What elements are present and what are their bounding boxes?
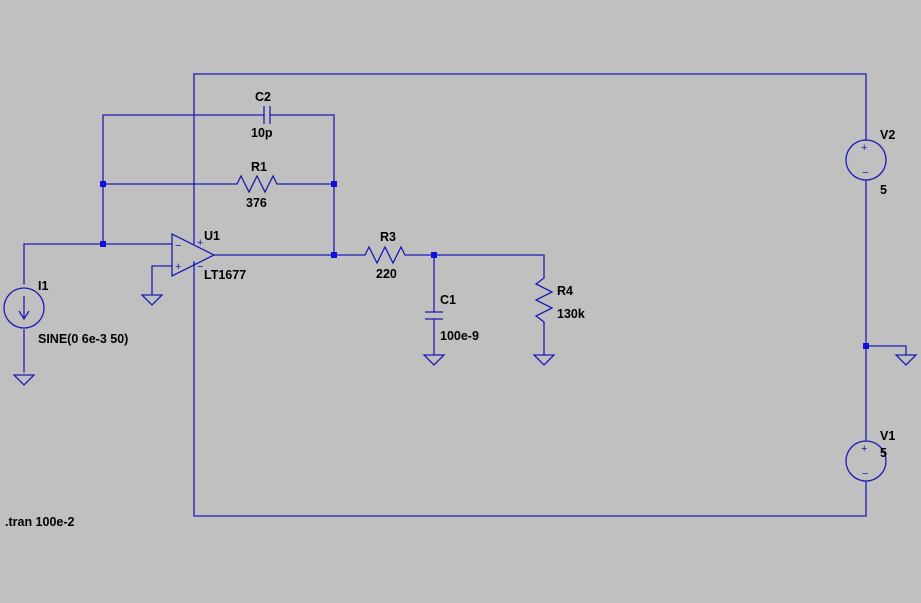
wire-i1-to-inverting[interactable] bbox=[23, 243, 173, 285]
ground-icon[interactable] bbox=[422, 354, 446, 366]
spice-directive[interactable]: .tran 100e-2 bbox=[5, 515, 75, 529]
v2-minus-sign: − bbox=[862, 167, 868, 179]
wires bbox=[23, 73, 907, 517]
junction-node[interactable] bbox=[331, 181, 337, 187]
c1-ref-label: C1 bbox=[440, 293, 456, 307]
r4-ref-label: R4 bbox=[557, 284, 573, 298]
resistor-r1[interactable]: R1 376 bbox=[236, 160, 281, 210]
junction-node[interactable] bbox=[431, 252, 437, 258]
junction-node[interactable] bbox=[100, 241, 106, 247]
ground-icon[interactable] bbox=[140, 294, 164, 306]
ground-icon[interactable] bbox=[894, 354, 918, 366]
u1-value-label: LT1677 bbox=[204, 268, 246, 282]
wire-r3-to-node[interactable] bbox=[410, 254, 545, 279]
c1-value-label: 100e-9 bbox=[440, 329, 479, 343]
resistor-r4[interactable]: R4 130k bbox=[534, 277, 585, 325]
r3-ref-label: R3 bbox=[380, 230, 396, 244]
v1-minus-sign: − bbox=[862, 468, 868, 480]
r1-value-label: 376 bbox=[246, 196, 267, 210]
r4-value-label: 130k bbox=[557, 307, 585, 321]
ground-icon[interactable] bbox=[532, 354, 556, 366]
opamp-supply-minus-sign: − bbox=[197, 261, 203, 273]
wire-c2-right[interactable] bbox=[269, 114, 335, 256]
junction-node[interactable] bbox=[863, 343, 869, 349]
opamp-inverting-sign: − bbox=[175, 240, 181, 252]
junction-nodes bbox=[100, 181, 869, 349]
ground-symbols bbox=[12, 294, 918, 386]
wire-noninverting-to-ground[interactable] bbox=[151, 265, 173, 295]
capacitor-c1[interactable]: C1 100e-9 bbox=[425, 293, 479, 343]
opamp-noninverting-sign: + bbox=[175, 261, 181, 273]
ground-icon[interactable] bbox=[12, 374, 36, 386]
current-source-i1[interactable]: I1 SINE(0 6e-3 50) bbox=[3, 279, 128, 346]
voltage-source-v1[interactable]: + − V1 5 bbox=[845, 429, 895, 482]
capacitor-c2[interactable]: C2 10p bbox=[251, 90, 273, 140]
resistor-r3[interactable]: R3 220 bbox=[364, 230, 411, 281]
r1-ref-label: R1 bbox=[251, 160, 267, 174]
wire-supply-bottom[interactable] bbox=[193, 261, 867, 517]
r3-value-label: 220 bbox=[376, 267, 397, 281]
c2-value-label: 10p bbox=[251, 126, 273, 140]
junction-node[interactable] bbox=[100, 181, 106, 187]
u1-ref-label: U1 bbox=[204, 229, 220, 243]
v1-plus-sign: + bbox=[861, 443, 867, 455]
i1-ref-label: I1 bbox=[38, 279, 48, 293]
i1-value-label: SINE(0 6e-3 50) bbox=[38, 332, 128, 346]
voltage-source-v2[interactable]: + − V2 5 bbox=[845, 128, 895, 197]
opamp-supply-plus-sign: + bbox=[197, 237, 203, 249]
v2-ref-label: V2 bbox=[880, 128, 895, 142]
c2-ref-label: C2 bbox=[255, 90, 271, 104]
v1-value-label: 5 bbox=[880, 446, 887, 460]
opamp-u1[interactable]: − + + − U1 LT1677 bbox=[171, 229, 246, 282]
v2-value-label: 5 bbox=[880, 183, 887, 197]
wire-supply-top[interactable] bbox=[193, 73, 867, 141]
junction-node[interactable] bbox=[331, 252, 337, 258]
v1-ref-label: V1 bbox=[880, 429, 895, 443]
v2-plus-sign: + bbox=[861, 142, 867, 154]
wire-ground-tap[interactable] bbox=[865, 345, 907, 355]
wire-c2-left[interactable] bbox=[102, 114, 265, 245]
